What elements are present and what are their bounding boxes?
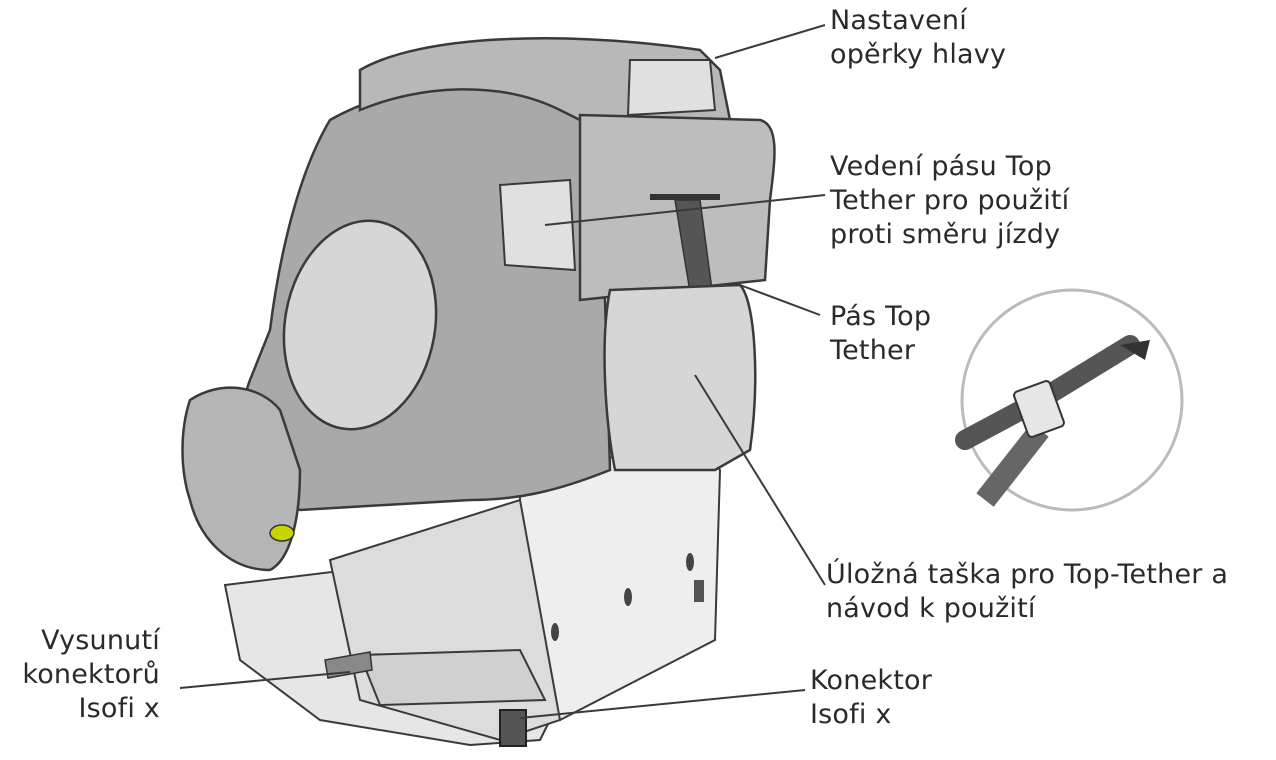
label-line: Konektor xyxy=(810,665,933,696)
label-line: Vysunutí xyxy=(41,625,160,656)
tether-detail-callout xyxy=(955,288,1184,512)
label-top-tether-belt: Pás Top Tether xyxy=(830,300,931,368)
detail-buckle xyxy=(1013,380,1065,438)
isofix-rail xyxy=(358,648,547,707)
headrest-adjuster xyxy=(626,59,717,117)
seat-base xyxy=(223,443,722,747)
base-hole-3 xyxy=(686,553,694,571)
tether-slot xyxy=(650,194,720,200)
label-line: Pás Top xyxy=(830,301,932,332)
leader-isofix-release xyxy=(179,671,351,689)
storage-bag xyxy=(603,283,757,472)
detail-hook xyxy=(1120,340,1150,360)
label-top-tether-guide: Vedení pásu Top Tether pro použití proti… xyxy=(830,150,1069,252)
detail-strap-2 xyxy=(976,423,1049,507)
label-line: Tether pro použití xyxy=(830,185,1070,216)
base-hole-2 xyxy=(624,588,632,606)
label-line: Nastavení xyxy=(830,5,967,36)
leader-tether-belt xyxy=(739,284,821,316)
label-line: Úložná taška pro Top-Tether a xyxy=(826,559,1229,590)
base-latch xyxy=(694,580,704,602)
label-line: opěrky hlavy xyxy=(830,39,1007,70)
leader-tether-guide xyxy=(544,194,826,226)
shell-side-wing xyxy=(181,386,302,572)
isofix-connector-block xyxy=(499,709,527,747)
label-line: Vedení pásu Top xyxy=(830,151,1052,182)
label-storage-bag: Úložná taška pro Top-Tether a návod k po… xyxy=(826,558,1228,626)
label-line: proti směru jízdy xyxy=(830,219,1061,250)
label-line: Isofi x xyxy=(810,699,892,730)
label-line: konektorů xyxy=(22,659,160,690)
seat-shell xyxy=(181,37,776,572)
base-hole-1 xyxy=(551,623,559,641)
accent-clip xyxy=(269,524,295,542)
label-line: Isofi x xyxy=(78,693,160,724)
side-window xyxy=(282,219,438,431)
label-line: návod k použití xyxy=(826,593,1036,624)
label-line: Tether xyxy=(830,335,916,366)
isofix-release-handle xyxy=(324,651,373,679)
label-isofix-release: Vysunutí konektorů Isofi x xyxy=(0,624,160,726)
leader-lines xyxy=(179,24,826,719)
leader-storage-bag xyxy=(694,374,826,586)
leader-isofix-connector xyxy=(519,689,806,719)
leader-headrest xyxy=(714,24,826,59)
tether-guide-patch xyxy=(498,178,577,272)
label-headrest-adjustment: Nastavení opěrky hlavy xyxy=(830,4,1006,72)
label-isofix-connector: Konektor Isofi x xyxy=(810,664,932,732)
